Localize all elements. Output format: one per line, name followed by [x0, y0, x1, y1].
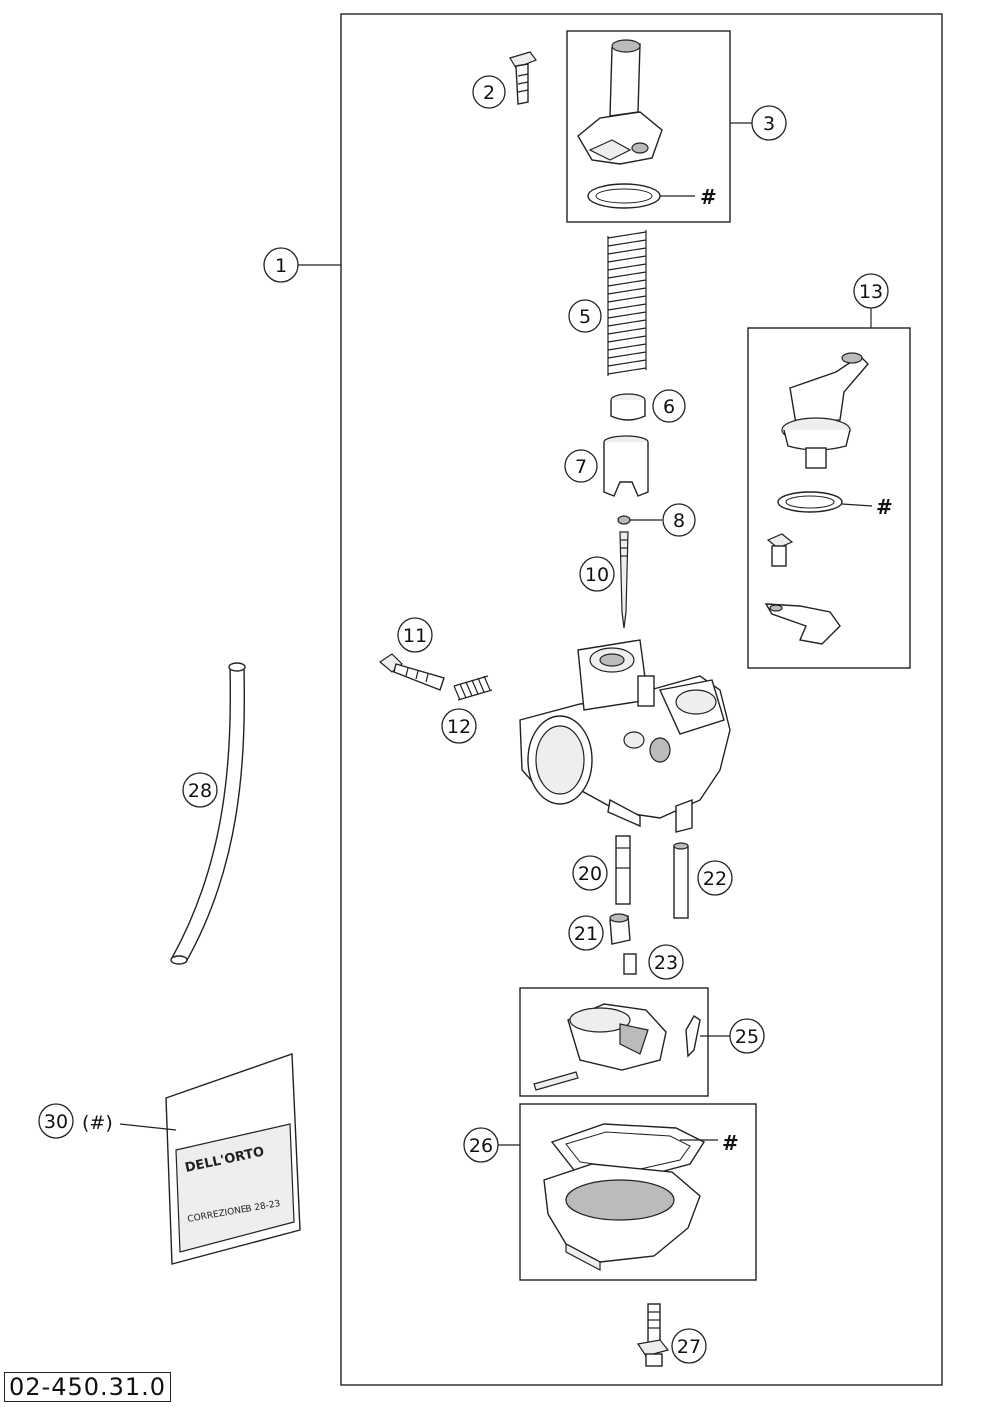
svg-text:1: 1 [275, 255, 287, 277]
hash-marker-26: # [722, 1131, 739, 1155]
hash-marker-3: # [700, 185, 717, 209]
document-code: 02-450.31.0 [4, 1372, 172, 1402]
callout-8[interactable]: 8 [662, 503, 696, 537]
jet-needle-icon [619, 531, 629, 629]
callout-28[interactable]: 28 [182, 772, 218, 808]
float-needle-icon [685, 1015, 730, 1058]
callout-2[interactable]: 2 [472, 75, 506, 109]
callout-5[interactable]: 5 [568, 299, 602, 333]
svg-text:11: 11 [403, 625, 427, 647]
throttle-slide-icon [603, 435, 649, 497]
svg-text:27: 27 [677, 1336, 701, 1358]
bracket-icon [764, 603, 841, 645]
callout-26[interactable]: 26 [463, 1127, 520, 1163]
hash-marker-13: # [876, 495, 893, 519]
svg-text:22: 22 [703, 868, 727, 890]
svg-text:21: 21 [574, 923, 598, 945]
fuel-hose-icon [170, 662, 246, 965]
callout-6[interactable]: 6 [652, 389, 686, 423]
float-icon [567, 1003, 667, 1071]
bowl-bolt-icon [636, 1303, 670, 1367]
svg-text:23: 23 [654, 952, 678, 974]
float-pin-icon [533, 1071, 579, 1091]
svg-text:3: 3 [763, 113, 775, 135]
choke-lever-icon [781, 352, 869, 469]
svg-text:28: 28 [188, 780, 212, 802]
jet-nut-icon [609, 913, 631, 945]
callout-20[interactable]: 20 [572, 855, 608, 891]
small-screw-icon [766, 533, 794, 567]
svg-text:2: 2 [483, 82, 495, 104]
callout-11[interactable]: 11 [397, 617, 433, 653]
spring-seat-icon [610, 393, 646, 421]
svg-text:10: 10 [585, 564, 609, 586]
callout-27[interactable]: 27 [671, 1328, 707, 1364]
choke-gasket-icon [777, 491, 873, 513]
assembly-frame [340, 13, 943, 1386]
callout-1[interactable]: 1 [263, 247, 341, 283]
float-bowl-kit-box [519, 1103, 757, 1281]
carburetor-cover-icon [577, 39, 663, 165]
callout-30-suffix: (#) [82, 1112, 113, 1134]
svg-text:25: 25 [735, 1026, 759, 1048]
svg-text:12: 12 [447, 716, 471, 738]
callout-10[interactable]: 10 [579, 556, 615, 592]
cover-kit-box [566, 30, 731, 223]
carburetor-body-icon [519, 639, 731, 833]
svg-text:5: 5 [579, 306, 591, 328]
callout-7[interactable]: 7 [564, 449, 598, 483]
svg-text:20: 20 [578, 863, 602, 885]
svg-text:30: 30 [44, 1111, 68, 1133]
callout-13[interactable]: 13 [853, 273, 889, 328]
callout-21[interactable]: 21 [568, 915, 604, 951]
small-spring-icon [453, 675, 493, 701]
jet-packet-icon: DELL'ORTO CORREZIONE B 28-23 [165, 1053, 301, 1265]
screw-icon [509, 51, 537, 105]
callout-23[interactable]: 23 [648, 944, 684, 980]
needle-clip-icon [617, 515, 662, 525]
float-kit-box [519, 987, 709, 1097]
choke-kit-box [747, 327, 911, 669]
main-jet-holder-icon [615, 835, 631, 905]
callout-12[interactable]: 12 [441, 708, 477, 744]
callout-3[interactable]: 3 [730, 105, 787, 141]
spring-icon [607, 230, 647, 376]
main-jet-icon [623, 953, 637, 975]
callout-25[interactable]: 25 [729, 1018, 765, 1054]
callout-22[interactable]: 22 [697, 860, 733, 896]
svg-text:13: 13 [859, 281, 883, 303]
idle-jet-icon [673, 842, 689, 919]
gasket-ring-icon [587, 183, 695, 209]
svg-text:7: 7 [575, 456, 587, 478]
svg-text:6: 6 [663, 396, 675, 418]
svg-text:26: 26 [469, 1135, 493, 1157]
callout-30[interactable]: 30 (#) [38, 1103, 177, 1139]
svg-text:8: 8 [673, 510, 685, 532]
idle-screw-icon [378, 653, 445, 691]
float-bowl-icon [543, 1163, 701, 1271]
